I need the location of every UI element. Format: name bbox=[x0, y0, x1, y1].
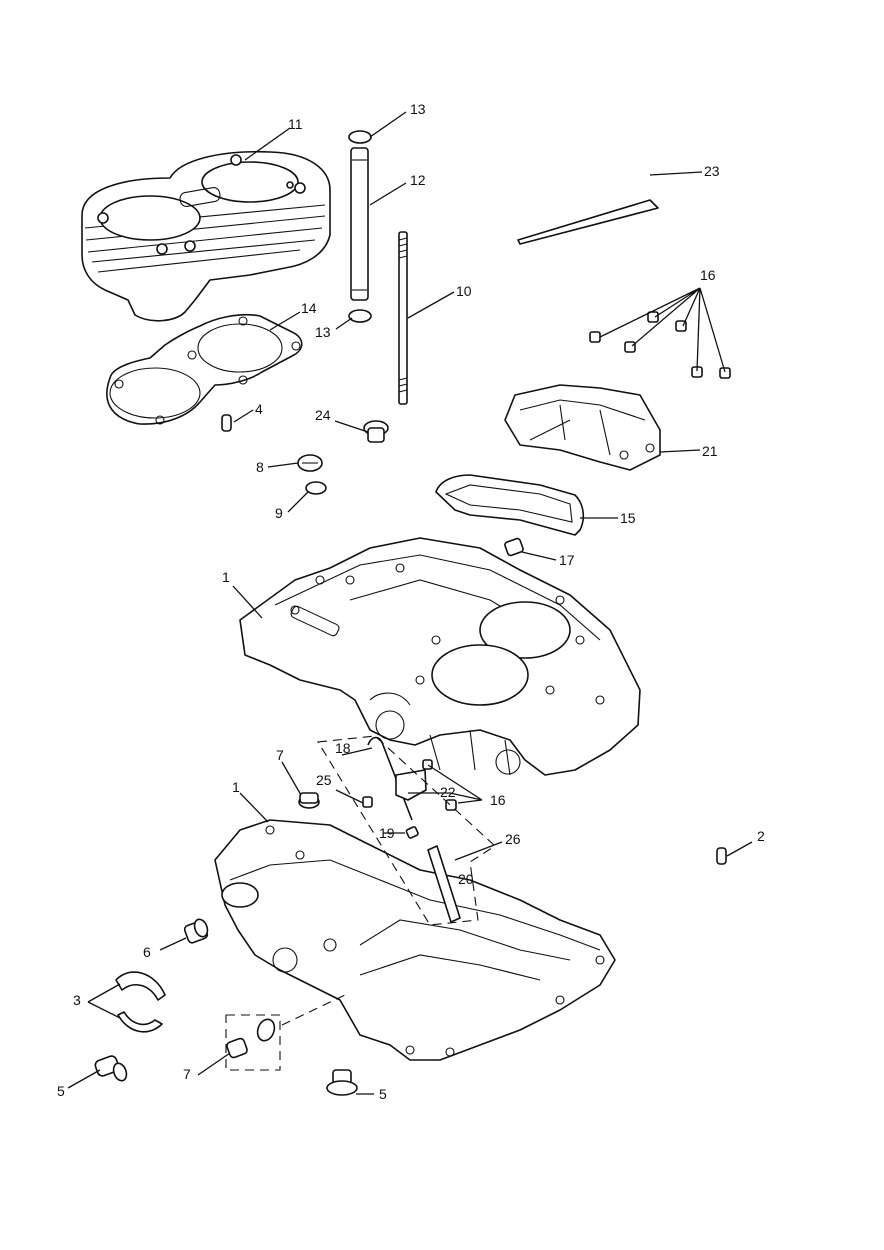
callout-7-top: 7 bbox=[276, 747, 284, 763]
oil-jet-pipe bbox=[427, 845, 461, 923]
breather-gasket bbox=[435, 474, 585, 536]
callout-11: 11 bbox=[288, 116, 303, 132]
callout-17: 17 bbox=[559, 552, 575, 568]
dowel-pin-upper bbox=[221, 414, 232, 432]
bracket bbox=[395, 769, 427, 801]
oil-plug-lower bbox=[226, 1037, 248, 1059]
callout-18: 18 bbox=[335, 740, 351, 756]
callout-13-top: 13 bbox=[410, 101, 426, 117]
callout-21: 21 bbox=[702, 443, 718, 459]
lower-crankcase bbox=[214, 819, 616, 1061]
sump-plug-left bbox=[94, 1055, 128, 1082]
cylinder-block bbox=[81, 150, 331, 322]
callout-6: 6 bbox=[143, 944, 151, 960]
sealing-washer-upper bbox=[305, 481, 327, 495]
callout-8: 8 bbox=[256, 459, 264, 475]
callout-5-bottom: 5 bbox=[379, 1086, 387, 1102]
callout-16-bottom: 16 bbox=[490, 792, 506, 808]
blanking-plug bbox=[363, 420, 389, 443]
bearing-shells bbox=[115, 971, 166, 1033]
callout-7-bottom: 7 bbox=[183, 1066, 191, 1082]
dowel-pin-lower bbox=[716, 847, 727, 865]
head-gasket bbox=[106, 313, 303, 425]
oil-pressure-fitting bbox=[298, 792, 320, 809]
dashed-assembly-outline-lower bbox=[225, 1014, 281, 1071]
callout-15: 15 bbox=[620, 510, 636, 526]
callout-16-top: 16 bbox=[700, 267, 716, 283]
spring-pin bbox=[405, 826, 419, 839]
callout-5-left: 5 bbox=[57, 1083, 65, 1099]
callout-24: 24 bbox=[315, 407, 331, 423]
callout-25: 25 bbox=[316, 772, 332, 788]
drain-plug-upper bbox=[297, 454, 323, 472]
dipstick bbox=[517, 199, 659, 245]
oil-feed-tube bbox=[348, 130, 372, 323]
callout-3: 3 bbox=[73, 992, 81, 1008]
bolt-center-c bbox=[362, 796, 373, 808]
callout-12: 12 bbox=[410, 172, 426, 188]
upper-crankcase bbox=[239, 537, 641, 776]
callout-4: 4 bbox=[255, 401, 263, 417]
callout-22: 22 bbox=[440, 784, 456, 800]
oil-pipe bbox=[367, 736, 413, 821]
dashed-leader bbox=[281, 994, 346, 1026]
callout-9: 9 bbox=[275, 505, 283, 521]
callout-19: 19 bbox=[379, 825, 395, 841]
bolt-center-a bbox=[422, 759, 433, 770]
callout-1-top: 1 bbox=[222, 569, 230, 585]
callout-1-bottom: 1 bbox=[232, 779, 240, 795]
cylinder-stud bbox=[398, 231, 408, 405]
sump-plug-bottom bbox=[326, 1069, 358, 1096]
callout-10: 10 bbox=[456, 283, 472, 299]
bolt-center-b bbox=[445, 799, 457, 811]
bush bbox=[183, 918, 209, 944]
leader-lines bbox=[67, 111, 753, 1095]
callout-26: 26 bbox=[505, 831, 521, 847]
banjo-fitting bbox=[504, 537, 524, 557]
callout-14: 14 bbox=[301, 300, 317, 316]
callout-23: 23 bbox=[704, 163, 720, 179]
callout-labels: 11 13 12 23 16 10 14 13 4 24 21 8 9 15 1… bbox=[57, 101, 765, 1102]
bolt-set-upper bbox=[589, 311, 731, 379]
callout-20: 20 bbox=[458, 871, 474, 887]
breather-cover bbox=[504, 384, 661, 471]
callout-13-bottom: 13 bbox=[315, 324, 331, 340]
oil-plug-washer bbox=[256, 1018, 276, 1042]
callout-2: 2 bbox=[757, 828, 765, 844]
